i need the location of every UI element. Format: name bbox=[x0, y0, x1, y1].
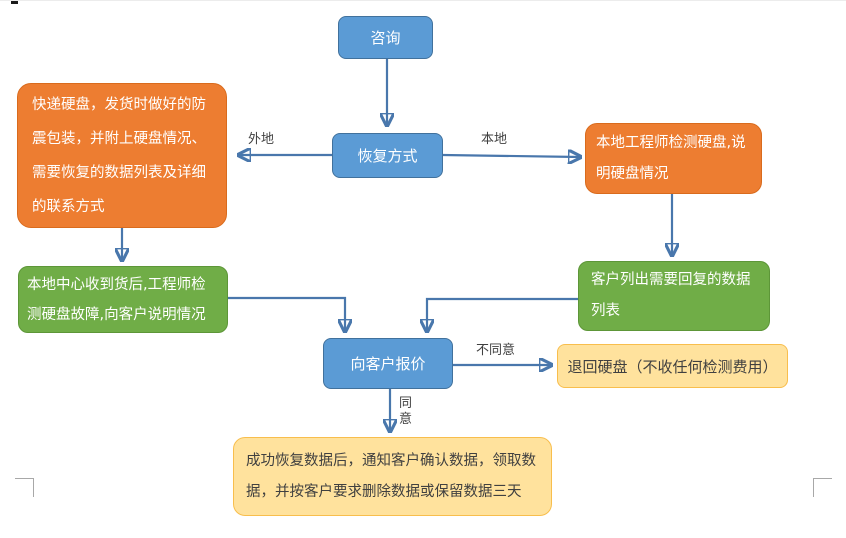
margin-mark-bottom-right-v bbox=[813, 478, 814, 497]
node-local-engineer: 本地工程师检测硬盘,说 明硬盘情况 bbox=[585, 123, 762, 194]
node-quote-label: 向客户报价 bbox=[350, 355, 426, 373]
node-ship-disk-label: 快递硬盘，发货时做好的防 震包装，并附上硬盘情况、 需要恢复的数据列表及详细 的… bbox=[32, 96, 206, 215]
margin-mark-bottom-left-h bbox=[15, 478, 34, 479]
page-mark-top-left bbox=[11, 1, 18, 4]
node-customer-list-label: 客户列出需要回复的数据 列表 bbox=[591, 272, 751, 319]
node-return-disk-label: 退回硬盘（不收任何检测费用） bbox=[567, 357, 778, 376]
edge-label-disagree: 不同意 bbox=[476, 343, 516, 358]
edge-label-agree: 同 意 bbox=[399, 396, 413, 427]
edge-customer-list-to-quote bbox=[427, 297, 578, 331]
node-quote: 向客户报价 bbox=[323, 338, 453, 389]
node-return-disk: 退回硬盘（不收任何检测费用） bbox=[557, 344, 788, 388]
node-ship-disk: 快递硬盘，发货时做好的防 震包装，并附上硬盘情况、 需要恢复的数据列表及详细 的… bbox=[17, 83, 227, 228]
node-consult: 咨询 bbox=[338, 16, 433, 59]
edge-center-to-quote bbox=[228, 296, 345, 331]
edge-recovery-to-local bbox=[442, 155, 580, 157]
margin-mark-bottom-right-h bbox=[813, 478, 832, 479]
node-local-center: 本地中心收到货后,工程师检 测硬盘故障,向客户说明情况 bbox=[18, 266, 228, 333]
edge-label-local: 本地 bbox=[481, 132, 508, 147]
node-recovery-method-label: 恢复方式 bbox=[357, 147, 418, 165]
node-local-center-label: 本地中心收到货后,工程师检 测硬盘故障,向客户说明情况 bbox=[27, 276, 206, 323]
node-local-engineer-label: 本地工程师检测硬盘,说 明硬盘情况 bbox=[596, 134, 746, 182]
node-success: 成功恢复数据后，通知客户确认数据，领取数 据，并按客户要求删除数据或保留数据三天 bbox=[233, 437, 552, 516]
margin-mark-bottom-left-v bbox=[33, 478, 34, 497]
edge-label-out-of-town: 外地 bbox=[248, 132, 275, 147]
node-recovery-method: 恢复方式 bbox=[332, 133, 443, 178]
node-success-label: 成功恢复数据后，通知客户确认数据，领取数 据，并按客户要求删除数据或保留数据三天 bbox=[246, 452, 536, 500]
node-consult-label: 咨询 bbox=[370, 29, 401, 47]
node-customer-list: 客户列出需要回复的数据 列表 bbox=[578, 261, 770, 331]
